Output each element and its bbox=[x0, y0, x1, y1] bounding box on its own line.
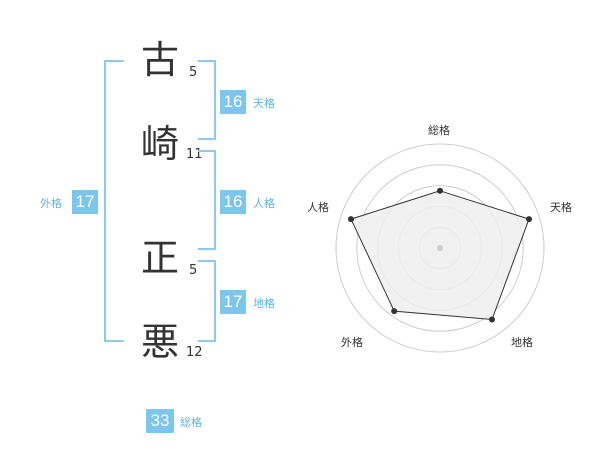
chikaku-bracket bbox=[198, 260, 216, 342]
stroke-count-4: 12 bbox=[186, 345, 203, 360]
tenkaku-label: 天格 bbox=[253, 97, 275, 110]
jinkaku-bracket bbox=[198, 150, 216, 250]
radar-point-4 bbox=[391, 308, 398, 315]
chikaku-badge: 17 bbox=[220, 290, 246, 314]
chikaku-label: 地格 bbox=[253, 297, 275, 310]
radar-point-3 bbox=[488, 316, 495, 323]
radar-point-1 bbox=[437, 187, 443, 194]
gaikaku-bracket bbox=[104, 60, 124, 342]
radar-label-soukaku: 総格 bbox=[428, 124, 450, 137]
radar-ring-2 bbox=[356, 164, 524, 332]
name-char-1: 古 bbox=[140, 38, 179, 82]
radar-area bbox=[350, 190, 530, 321]
gaikaku-badge: 17 bbox=[72, 190, 98, 214]
radar-point-5 bbox=[347, 216, 354, 223]
radar-point-2 bbox=[526, 216, 533, 223]
gaikaku-label: 外格 bbox=[40, 197, 62, 210]
soukaku-label: 総格 bbox=[180, 416, 202, 429]
radar-ring-1 bbox=[335, 143, 545, 353]
radar-label-gaikaku: 外格 bbox=[341, 336, 363, 349]
soukaku-badge: 33 bbox=[146, 409, 174, 433]
jinkaku-label: 人格 bbox=[253, 197, 275, 210]
stroke-count-1: 5 bbox=[189, 65, 198, 80]
radar-center-dot bbox=[437, 245, 443, 251]
name-char-2: 崎 bbox=[140, 122, 179, 166]
name-char-4: 悪 bbox=[140, 320, 179, 364]
tenkaku-bracket bbox=[198, 60, 216, 140]
stroke-count-3: 5 bbox=[189, 263, 198, 278]
radar-label-jinkaku: 人格 bbox=[307, 201, 329, 214]
radar-label-chikaku: 地格 bbox=[511, 336, 533, 349]
tenkaku-badge: 16 bbox=[220, 90, 246, 114]
name-char-3: 正 bbox=[140, 236, 179, 280]
radar-label-tenkaku: 天格 bbox=[550, 201, 572, 214]
jinkaku-badge: 16 bbox=[220, 190, 246, 214]
